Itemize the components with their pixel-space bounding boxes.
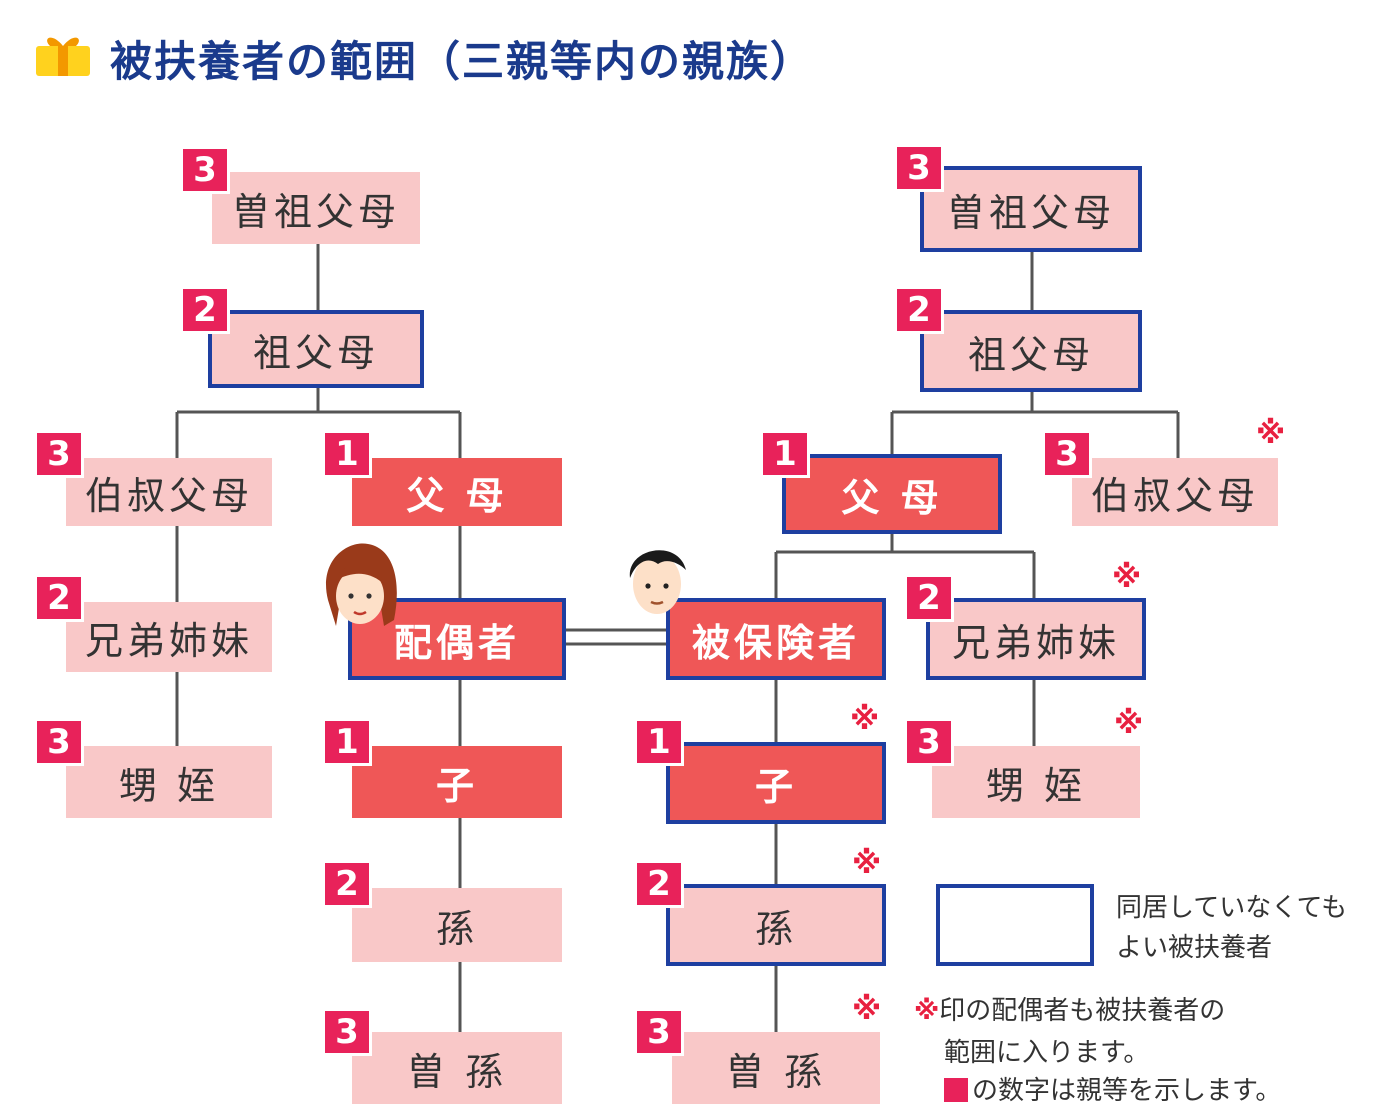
- man-face-icon: [629, 550, 686, 614]
- degree-badge: 3: [904, 718, 954, 766]
- legend-note-3: の数字は親等を示します。: [944, 1070, 1281, 1107]
- degree-badge: 2: [322, 860, 372, 908]
- legend-note-2: 範囲に入ります。: [944, 1038, 1150, 1068]
- page-title: 被扶養者の範囲（三親等内の親族）: [110, 37, 815, 86]
- degree-badge: 2: [34, 574, 84, 622]
- right-grandparents-box: 祖父母: [920, 310, 1142, 392]
- degree-badge: 3: [34, 718, 84, 766]
- right-parents-box: 父 母: [782, 454, 1002, 534]
- left-parents-box: 父 母: [352, 458, 562, 526]
- note-mark: ※: [914, 996, 940, 1026]
- degree-badge: 3: [322, 1008, 372, 1056]
- left-great-grandparents-box: 曽祖父母: [212, 172, 420, 244]
- right-child-box: 子: [666, 742, 886, 824]
- left-grandchild-box: 孫: [352, 888, 562, 962]
- left-great-grandchild-box: 曽 孫: [352, 1032, 562, 1104]
- right-grandchild-box: 孫: [666, 884, 886, 966]
- note-mark: ※: [1112, 560, 1142, 595]
- note-mark: ※: [850, 702, 880, 737]
- degree-badge: 2: [634, 860, 684, 908]
- degree-badge: 2: [180, 286, 230, 334]
- degree-badge: 3: [180, 146, 230, 194]
- insured-person-box: 被保険者: [666, 598, 886, 680]
- note-mark: ※: [1114, 706, 1144, 741]
- degree-badge: 3: [1042, 430, 1092, 478]
- note-mark: ※: [1256, 416, 1286, 451]
- spouse-box: 配偶者: [348, 598, 566, 680]
- degree-badge: 3: [634, 1008, 684, 1056]
- right-uncles-aunts-box: 伯叔父母: [1072, 458, 1278, 526]
- note-mark: ※: [852, 992, 882, 1027]
- degree-badge: 1: [322, 430, 372, 478]
- degree-badge: 2: [904, 574, 954, 622]
- left-grandparents-box: 祖父母: [208, 310, 424, 388]
- gift-icon: [36, 37, 90, 76]
- degree-badge: 2: [894, 286, 944, 334]
- note-mark: ※: [852, 846, 882, 881]
- degree-badge: 3: [894, 144, 944, 192]
- left-siblings-box: 兄弟姉妹: [66, 602, 272, 672]
- degree-badge: 3: [34, 430, 84, 478]
- right-siblings-box: 兄弟姉妹: [926, 598, 1146, 680]
- left-child-box: 子: [352, 746, 562, 818]
- degree-badge: 1: [322, 718, 372, 766]
- legend-sample-box: [936, 884, 1094, 966]
- right-great-grandparents-box: 曽祖父母: [920, 166, 1142, 252]
- woman-face-icon: [326, 543, 397, 626]
- left-nephews-nieces-box: 甥 姪: [66, 746, 272, 818]
- degree-badge: 1: [634, 718, 684, 766]
- pink-square-icon: [944, 1078, 968, 1102]
- left-uncles-aunts-box: 伯叔父母: [66, 458, 272, 526]
- right-great-grandchild-box: 曽 孫: [672, 1032, 880, 1104]
- legend-box-description: 同居していなくても よい被扶養者: [1116, 893, 1348, 963]
- legend-note-1: ※印の配偶者も被扶養者の: [914, 996, 1226, 1026]
- right-nephews-nieces-box: 甥 姪: [932, 746, 1140, 818]
- degree-badge: 1: [760, 430, 810, 478]
